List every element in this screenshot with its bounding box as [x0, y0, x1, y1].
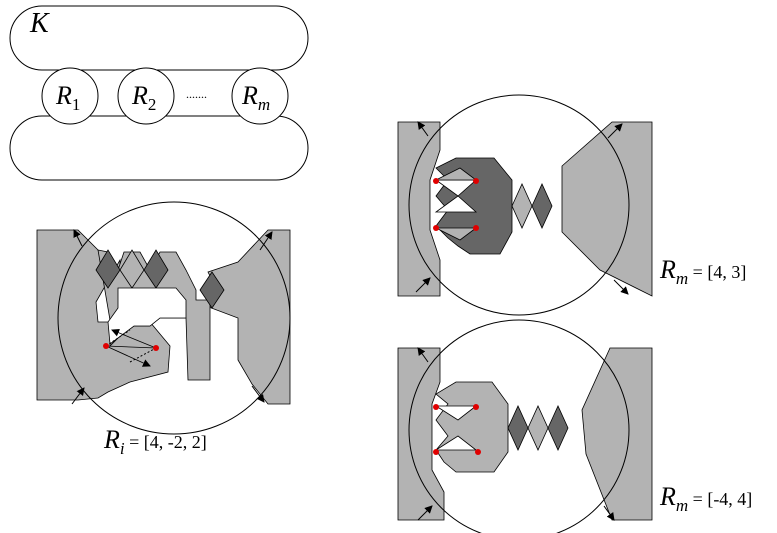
ri-arrow-bl [71, 387, 85, 405]
region-r2-label: R2 [131, 81, 156, 114]
region-r1 [41, 67, 99, 125]
rm1-right-slab [561, 121, 653, 297]
ri-arrow-tr [259, 231, 273, 251]
rm1-arrow-br [613, 279, 629, 295]
rm1-white-notch-2 [434, 195, 478, 213]
rm1-red-dot-4 [473, 225, 479, 231]
ri-arrow-tl [73, 229, 83, 247]
ri-diamond-4 [199, 271, 225, 309]
rm1-diamond-1 [511, 183, 533, 229]
rm1-red-dot-2 [473, 178, 479, 184]
rm2-diamond-3 [547, 405, 569, 451]
rm2-arrow-tl [417, 347, 429, 363]
ri-dotted-1 [105, 329, 131, 347]
ri-edge [105, 345, 157, 349]
ri-circle [57, 201, 291, 435]
knot-schematic: K R1 R2 Rm ....... [9, 5, 309, 181]
rm1-gray-notch-1 [435, 167, 478, 181]
ri-arrow-in-1 [111, 328, 157, 349]
rm1-circle [408, 94, 630, 316]
rm2-mid-blob [435, 381, 509, 473]
rm2-left-slab [397, 347, 445, 521]
region-r2 [117, 67, 175, 125]
rm1-left-slab [397, 121, 441, 297]
rm2-diamond-1 [507, 405, 529, 451]
knot-label: K [29, 8, 50, 39]
rm2-arrow-br [603, 505, 615, 521]
rm1-arrow-tl [417, 121, 429, 137]
ri-diamond-3 [143, 249, 169, 289]
tangle-rm-1 [397, 94, 653, 316]
region-rm-label: Rm [241, 81, 270, 114]
caption-rm-2: Rm = [-4, 4] [659, 482, 752, 515]
rm2-arrow-bl [417, 505, 433, 521]
rm2-red-dot-3 [433, 449, 439, 455]
ri-red-dot-1 [103, 343, 109, 349]
rm2-red-dot-1 [433, 404, 439, 410]
rm2-circle [408, 319, 630, 533]
rm1-red-dot-3 [433, 225, 439, 231]
rm2-white-notch-1 [434, 405, 478, 421]
ri-arrow-in-2 [105, 345, 151, 367]
region-ellipsis: ....... [186, 87, 207, 101]
rm1-diamond-2 [531, 183, 553, 229]
rm1-arrow-bl [415, 277, 431, 293]
knot-upper-band [9, 5, 309, 71]
ri-red-dot-2 [153, 345, 159, 351]
rm2-white-notch-2 [434, 435, 478, 451]
ri-arrow-br [251, 385, 265, 403]
knot-lower-band [9, 115, 309, 181]
caption-ri: Ri = [4, -2, 2] [103, 425, 207, 458]
rm1-red-dot-1 [433, 178, 439, 184]
caption-rm-1: Rm = [4, 3] [659, 255, 746, 288]
rm2-diamond-2 [527, 405, 549, 451]
ri-dotted-2 [129, 347, 157, 363]
rm2-right-slab [581, 347, 653, 521]
region-r1-label: R1 [55, 81, 80, 114]
rm2-red-dot-4 [475, 449, 481, 455]
ri-right-slab [205, 229, 291, 405]
rm2-red-dot-2 [473, 404, 479, 410]
tangle-ri [36, 201, 291, 435]
region-rm [231, 67, 289, 125]
rm1-gray-notch-2 [435, 227, 478, 241]
rm1-arrow-tr [607, 123, 623, 139]
tangle-rm-2 [397, 319, 653, 533]
ri-hole [107, 287, 187, 345]
